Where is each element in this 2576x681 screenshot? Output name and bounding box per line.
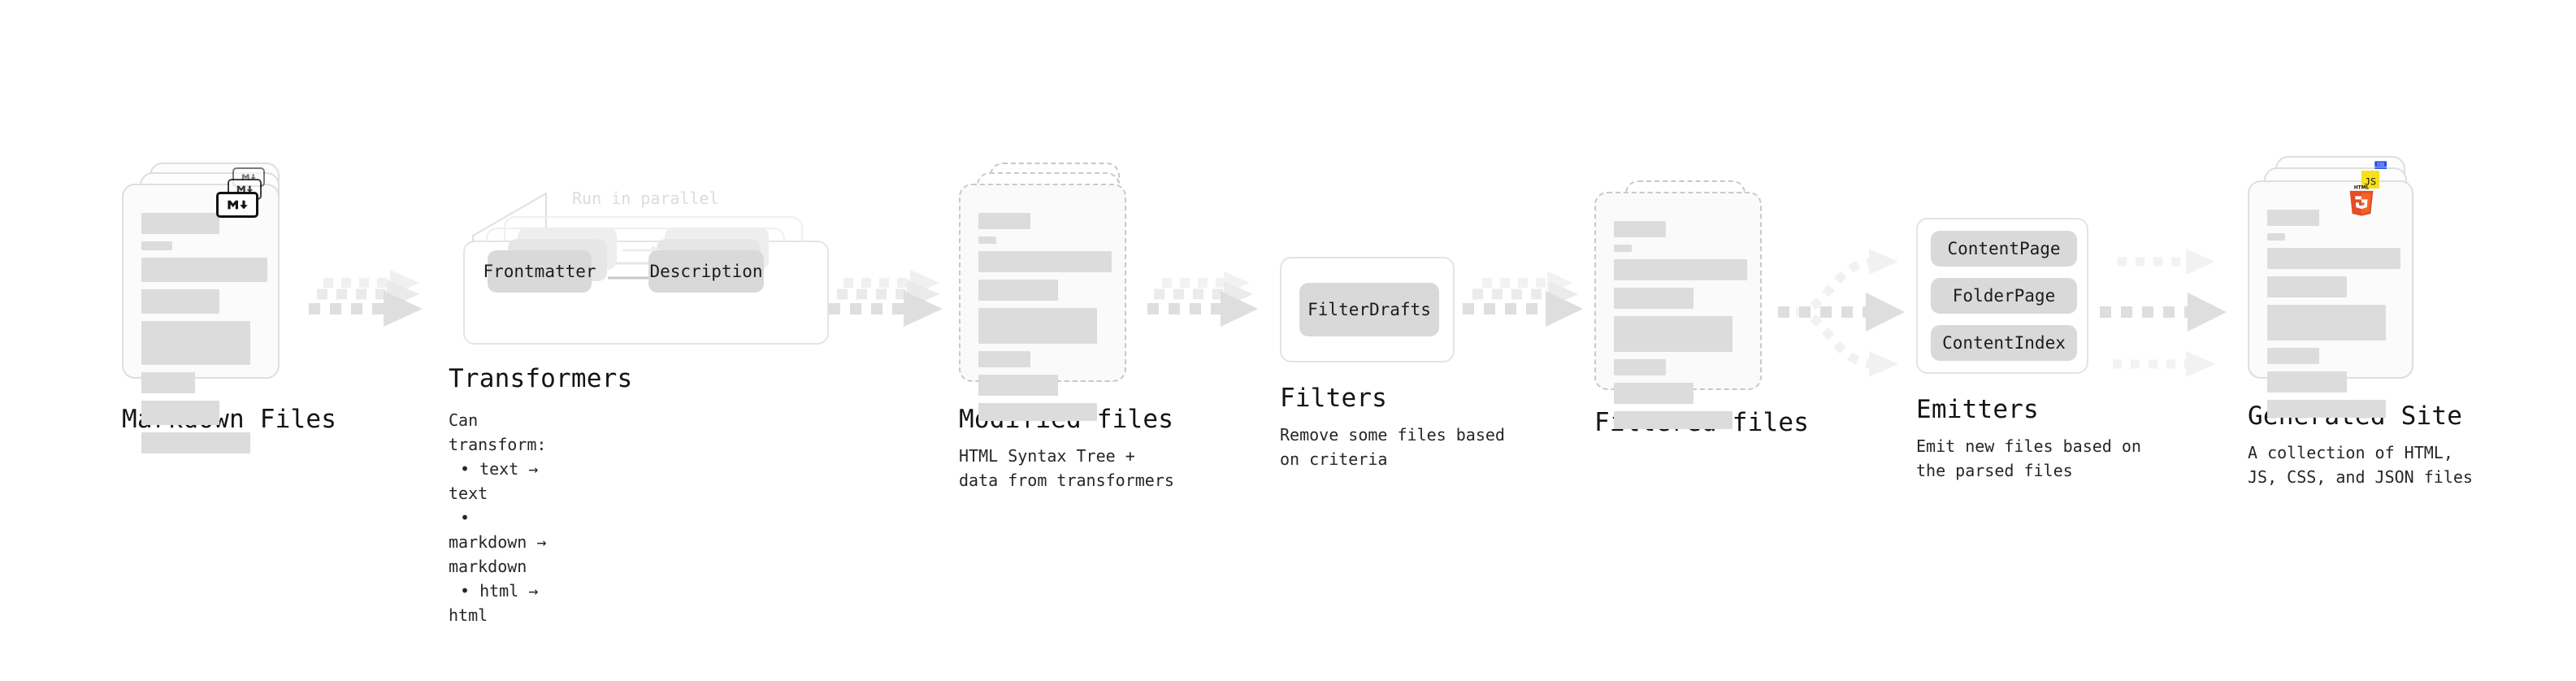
stage-markdown-files: Markdown Files <box>122 163 336 453</box>
stage-generated-site: CSS JS HTML Generated <box>2248 156 2473 489</box>
modified-file-card-front <box>959 184 1126 421</box>
stage-title-filters: Filters <box>1280 384 1388 413</box>
markdown-file-card-front <box>122 184 280 453</box>
transformer-node-frontmatter[interactable]: Frontmatter <box>483 250 596 293</box>
stage-title-emitters: Emitters <box>1916 395 2039 424</box>
stage-desc-emitters: Emit new files based on the parsed files <box>1916 436 2141 480</box>
filtered-file-content <box>1614 221 1747 436</box>
stage-title-transformers: Transformers <box>449 364 633 393</box>
arrow-transformers-to-modified <box>829 270 943 327</box>
stage-desc-filters: Remove some files based on criteria <box>1280 425 1505 469</box>
filter-node-filterdrafts[interactable]: FilterDrafts <box>1299 283 1439 336</box>
modified-file-content <box>978 213 1112 428</box>
emitter-node-contentindex[interactable]: ContentIndex <box>1931 325 2077 361</box>
run-in-parallel-callout-line <box>472 192 547 244</box>
modified-file-stack <box>959 163 1146 421</box>
js-icon: JS <box>2361 171 2379 192</box>
stage-desc-modified-files: HTML Syntax Tree + data from transformer… <box>959 446 1174 490</box>
run-in-parallel-label: Run in parallel <box>572 189 719 208</box>
arrow-markdown-to-transformers <box>309 270 423 327</box>
filtered-file-stack <box>1594 180 1781 429</box>
svg-text:HTML: HTML <box>2354 185 2370 190</box>
stage-emitters: ContentPage FolderPage ContentIndex Emit… <box>1916 218 2141 483</box>
css3-icon: CSS <box>2374 159 2388 175</box>
emitter-node-contentpage[interactable]: ContentPage <box>1931 231 2077 267</box>
arrow-emitters-to-site <box>2100 249 2227 377</box>
arrow-filters-to-filtered <box>1463 271 1583 327</box>
generated-site-stack: CSS JS HTML <box>2248 156 2451 418</box>
markdown-icon <box>216 192 258 218</box>
emitters-box: ContentPage FolderPage ContentIndex <box>1916 218 2088 374</box>
filters-box: FilterDrafts <box>1280 257 1455 362</box>
markdown-file-content <box>141 213 267 461</box>
generated-site-content <box>2267 210 2400 425</box>
stage-desc-transformers: Can transform: • text → text • markdown → … <box>449 408 546 627</box>
transformers-desc-head: Can transform: <box>449 410 547 454</box>
transformer-node-description[interactable]: Description <box>648 250 764 293</box>
svg-text:CSS: CSS <box>2377 163 2384 167</box>
stage-filters: FilterDrafts Filters Remove some files b… <box>1280 257 1505 471</box>
transformers-desc-item-0: • text → text <box>449 459 539 503</box>
emitter-node-folderpage[interactable]: FolderPage <box>1931 278 2077 314</box>
stage-modified-files: Modified files HTML Syntax Tree + data f… <box>959 163 1174 492</box>
html5-icon: HTML <box>2348 184 2375 216</box>
arrow-modified-to-filters <box>1147 271 1258 327</box>
transformers-desc-item-1: • markdown → markdown <box>449 508 547 576</box>
stage-filtered-files: Filtered files <box>1594 180 1809 437</box>
filtered-file-card-front <box>1594 192 1762 429</box>
generated-site-card-front <box>2248 180 2413 418</box>
stage-desc-generated-site: A collection of HTML, JS, CSS, and JSON … <box>2248 443 2473 487</box>
transformers-desc-item-2: • html → html <box>449 581 539 625</box>
svg-text:JS: JS <box>2365 176 2376 187</box>
arrow-filtered-to-emitters <box>1778 249 1905 377</box>
markdown-file-stack <box>122 163 309 453</box>
